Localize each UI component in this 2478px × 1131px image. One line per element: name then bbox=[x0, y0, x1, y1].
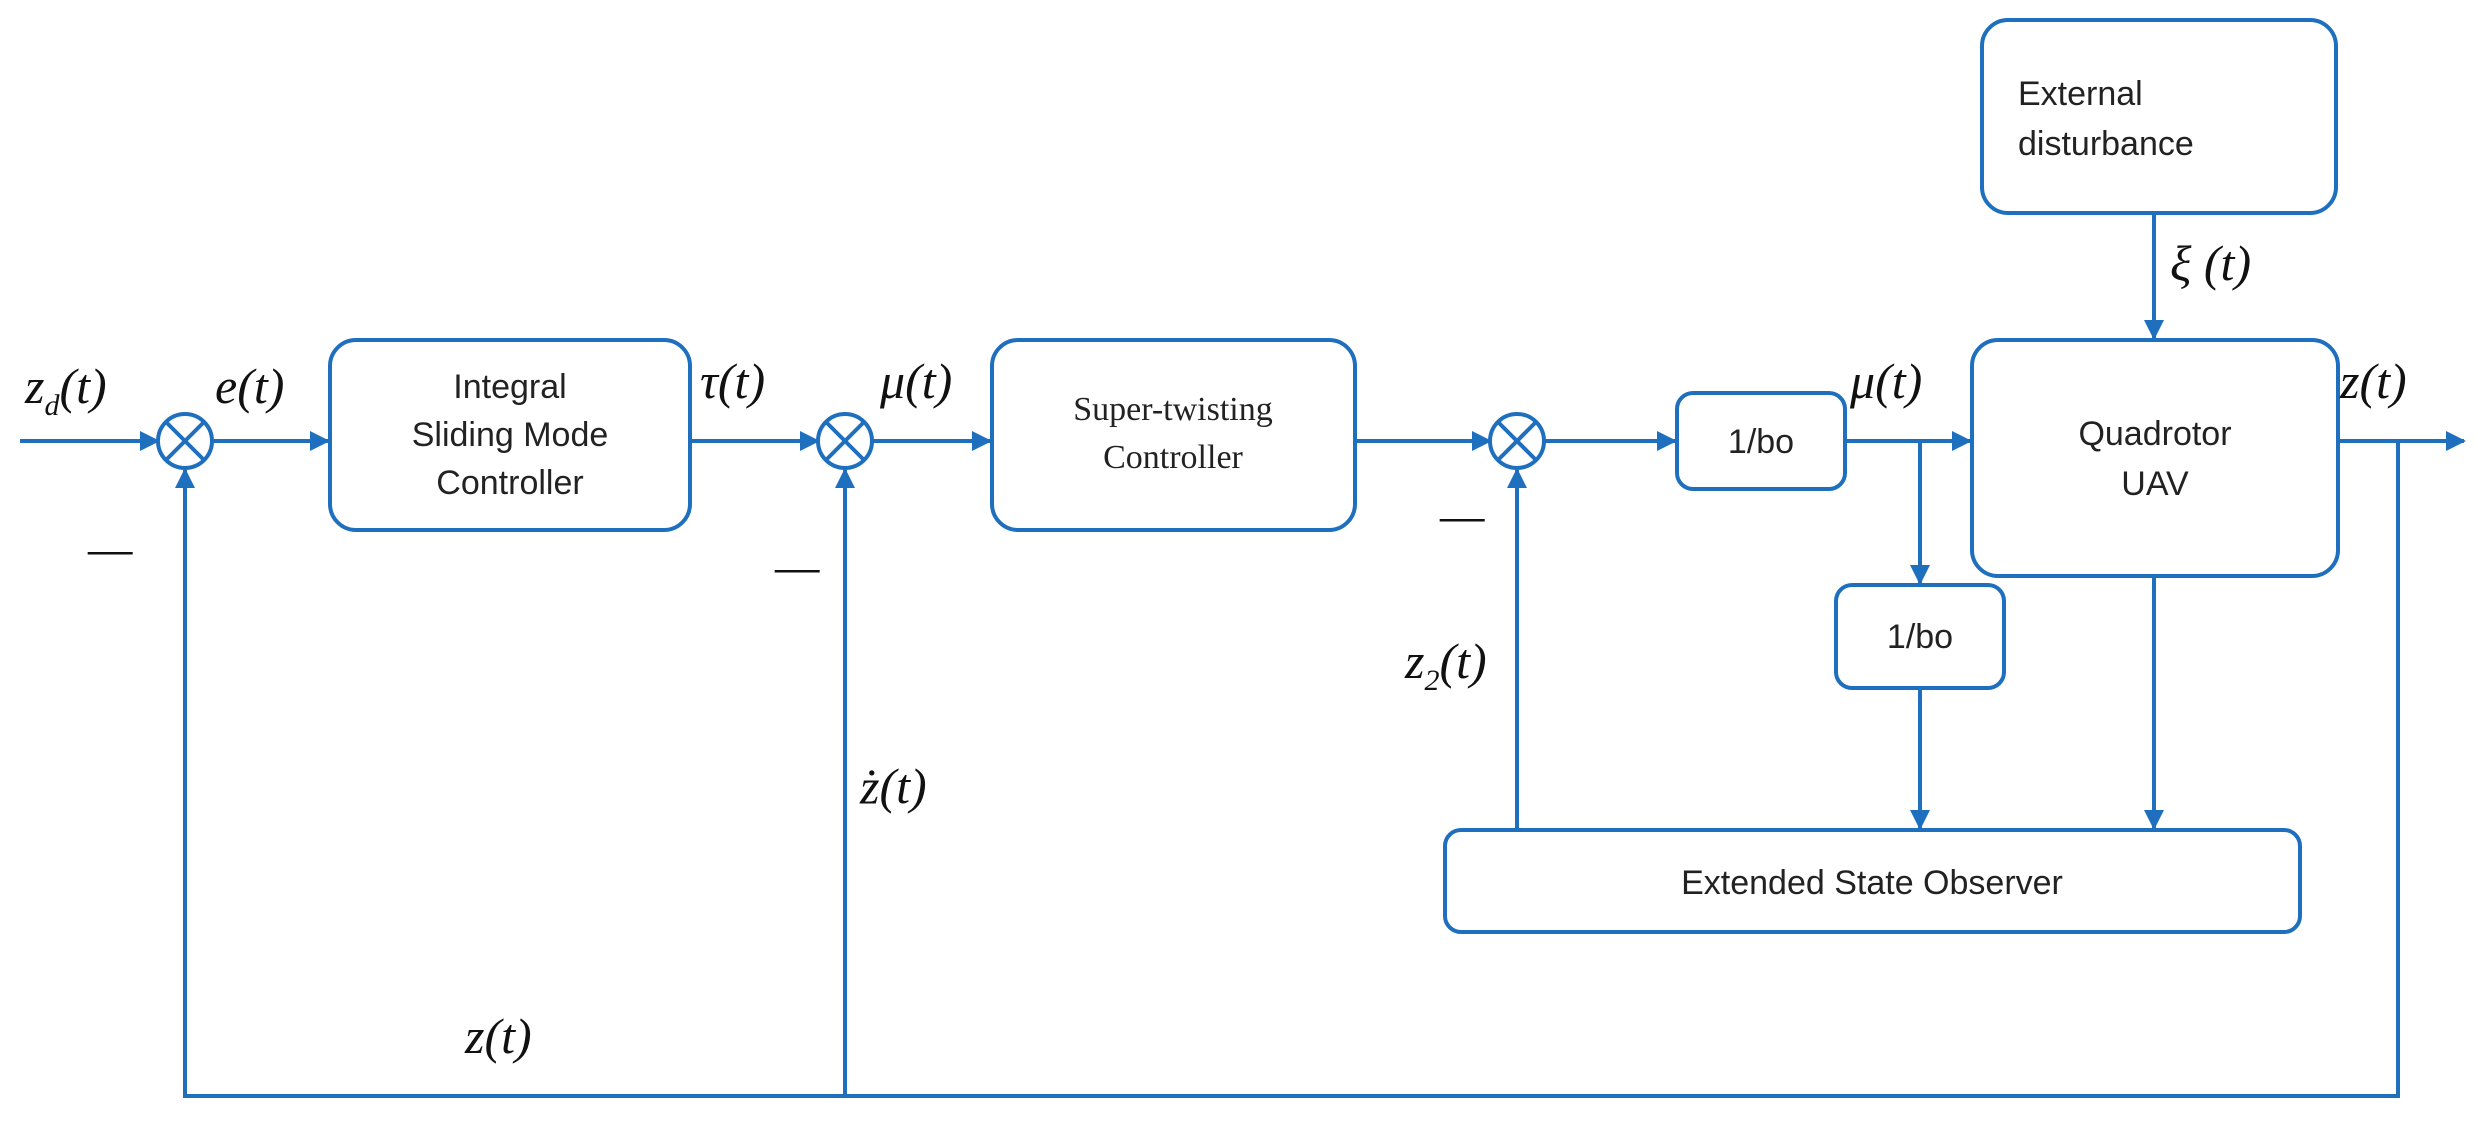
inverse-gain-block-1: 1/bo bbox=[1675, 391, 1847, 491]
stc-line-2: Controller bbox=[1103, 439, 1243, 476]
label-tau: τ(t) bbox=[700, 353, 765, 409]
ext-line-2: disturbance bbox=[2018, 125, 2194, 163]
uav-line-2: UAV bbox=[2121, 465, 2189, 503]
super-twisting-controller-block: Super-twisting Controller bbox=[990, 338, 1357, 532]
minus-sign-2: — bbox=[774, 538, 820, 594]
summing-junction-3 bbox=[1488, 412, 1546, 470]
label-mu-2: μ(t) bbox=[1849, 353, 1922, 409]
signal-wires bbox=[20, 213, 2466, 1098]
label-z-output: z(t) bbox=[2339, 353, 2407, 409]
summing-junction-2 bbox=[816, 412, 874, 470]
integral-sliding-mode-controller-block: Integral Sliding Mode Controller bbox=[328, 338, 692, 532]
summing-junction-1 bbox=[156, 412, 214, 470]
wire-feedback-loop bbox=[175, 441, 2400, 1098]
label-xi: ξ (t) bbox=[2170, 235, 2251, 291]
label-z-feedback: z(t) bbox=[464, 1008, 532, 1064]
inv2-label: 1/bo bbox=[1887, 618, 1953, 656]
label-zd: zd(t) bbox=[24, 358, 107, 422]
extended-state-observer-block: Extended State Observer bbox=[1443, 828, 2302, 934]
eso-label: Extended State Observer bbox=[1681, 864, 2063, 902]
uav-line-1: Quadrotor bbox=[2078, 415, 2231, 453]
external-disturbance-block: External disturbance bbox=[1980, 18, 2338, 215]
ext-line-1: External bbox=[2018, 75, 2143, 113]
stc-line-1: Super-twisting bbox=[1073, 391, 1273, 428]
inv1-label: 1/bo bbox=[1728, 423, 1794, 461]
inverse-gain-block-2: 1/bo bbox=[1834, 583, 2006, 690]
label-z2: z2(t) bbox=[1404, 633, 1487, 697]
ismc-line-2: Sliding Mode bbox=[412, 416, 609, 454]
ismc-line-3: Controller bbox=[436, 464, 583, 502]
ismc-line-1: Integral bbox=[453, 368, 566, 406]
minus-sign-1: — bbox=[87, 520, 133, 576]
label-z-dot: ż(t) bbox=[859, 758, 927, 814]
minus-sign-3: — bbox=[1439, 487, 1485, 543]
quadrotor-uav-block: Quadrotor UAV bbox=[1970, 338, 2340, 578]
label-mu-1: μ(t) bbox=[879, 353, 952, 409]
label-error: e(t) bbox=[215, 358, 284, 414]
